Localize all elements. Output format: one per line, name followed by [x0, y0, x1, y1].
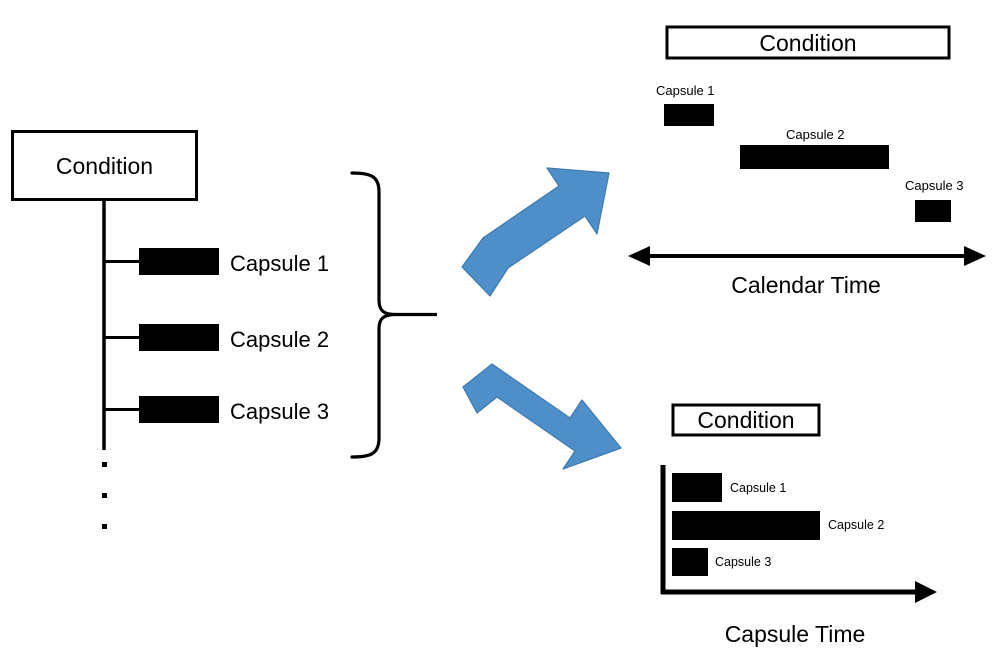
- left-capsule-2-row: Capsule 2: [104, 324, 329, 352]
- middle-connector-group: [350, 167, 622, 470]
- capsule-time-chart: Condition Capsule 1 Capsule 2 Capsule 3 …: [660, 403, 937, 647]
- capsule-axis-label: Capsule Time: [725, 621, 866, 647]
- calendar-condition-label: Condition: [759, 30, 856, 56]
- left-condition-label: Condition: [56, 153, 153, 179]
- capsule-time-axis: [660, 465, 937, 603]
- left-ellipsis-dots: [102, 462, 107, 529]
- capsule-bar-3-group: Capsule 3: [672, 548, 771, 576]
- left-capsule-3-row: Capsule 3: [104, 396, 329, 424]
- calendar-time-axis: [628, 246, 986, 266]
- left-capsule-2-label: Capsule 2: [230, 327, 329, 352]
- calendar-condition-box: [665, 25, 951, 60]
- left-capsule-1-bar: [139, 248, 219, 275]
- left-condition-box: [11, 130, 198, 201]
- left-capsule-3-label: Capsule 3: [230, 399, 329, 424]
- calendar-capsule-2-label: Capsule 2: [786, 127, 845, 142]
- calendar-axis-left-arrowhead: [628, 246, 650, 266]
- arrow-to-calendar-time-icon: [461, 167, 610, 297]
- capsule-bar-1-label: Capsule 1: [730, 481, 786, 495]
- calendar-axis-right-arrowhead: [964, 246, 986, 266]
- capsule-condition-box: [671, 403, 821, 437]
- capsule-bar-3-label: Capsule 3: [715, 555, 771, 569]
- calendar-capsule-3-group: Capsule 3: [905, 178, 964, 222]
- capsule-axis-arrowhead: [915, 581, 937, 603]
- calendar-capsule-1-bar: [664, 104, 714, 126]
- calendar-capsule-2-bar: [740, 145, 889, 169]
- calendar-axis-label: Calendar Time: [731, 272, 881, 298]
- left-capsule-1-label: Capsule 1: [230, 251, 329, 276]
- ellipsis-dot-1: [102, 462, 107, 467]
- grouping-brace-icon: [350, 171, 398, 459]
- left-capsule-2-bar: [139, 324, 219, 351]
- capsule-bar-2-label: Capsule 2: [828, 518, 884, 532]
- capsule-bar-1-group: Capsule 1: [672, 473, 786, 502]
- calendar-capsule-3-label: Capsule 3: [905, 178, 964, 193]
- capsule-bar-1: [672, 473, 722, 502]
- arrow-to-capsule-time-icon: [462, 363, 622, 470]
- ellipsis-dot-2: [102, 493, 107, 498]
- calendar-time-chart: Condition Capsule 1 Capsule 2 Capsule 3: [628, 25, 986, 298]
- capsule-bar-2: [672, 511, 820, 540]
- left-panel: Condition Capsule 1 Capsule 2 Capsule 3: [11, 130, 329, 529]
- left-capsule-3-bar: [139, 396, 219, 423]
- capsule-condition-label: Condition: [697, 407, 794, 433]
- calendar-capsule-1-label: Capsule 1: [656, 83, 715, 98]
- left-capsule-1-row: Capsule 1: [104, 248, 329, 276]
- capsule-bar-3: [672, 548, 708, 576]
- capsule-bar-2-group: Capsule 2: [672, 511, 884, 540]
- calendar-capsule-3-bar: [915, 200, 951, 222]
- calendar-capsule-2-group: Capsule 2: [740, 127, 889, 169]
- calendar-capsule-1-group: Capsule 1: [656, 83, 715, 126]
- ellipsis-dot-3: [102, 524, 107, 529]
